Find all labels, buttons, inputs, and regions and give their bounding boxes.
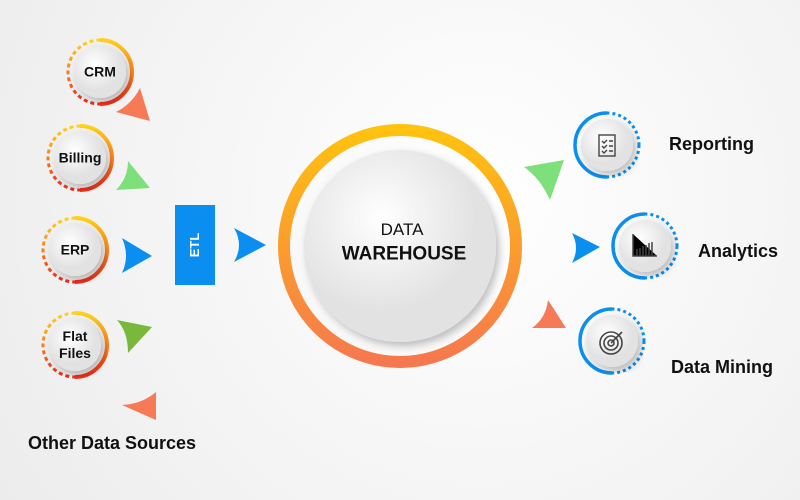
source-label-erp: ERP bbox=[60, 241, 90, 258]
warehouse-ring bbox=[278, 124, 522, 368]
target-icon bbox=[599, 331, 623, 355]
arrow-flat-files bbox=[117, 320, 152, 353]
source-label-billing: Billing bbox=[58, 149, 102, 166]
arrow-etl bbox=[234, 228, 266, 262]
other-sources-label: Other Data Sources bbox=[28, 433, 197, 453]
arrow-crm bbox=[116, 88, 150, 121]
arrow-analytics bbox=[572, 233, 600, 263]
warehouse-face bbox=[304, 150, 496, 342]
output-label-reporting: Reporting bbox=[669, 134, 754, 154]
bar-chart-icon bbox=[632, 234, 657, 257]
source-erp-circle bbox=[41, 216, 109, 284]
source-crm-circle bbox=[66, 38, 134, 106]
warehouse-line2: WAREHOUSE bbox=[341, 243, 467, 265]
arrow-data-mining bbox=[532, 300, 566, 328]
source-label-flat-files: Flat Files bbox=[59, 328, 91, 361]
arrow-billing bbox=[116, 161, 150, 190]
etl-box bbox=[175, 205, 215, 285]
checklist-icon bbox=[598, 134, 616, 157]
arrow-reporting bbox=[524, 160, 564, 200]
output-label-analytics: Analytics bbox=[698, 241, 779, 261]
source-label-crm: CRM bbox=[84, 63, 116, 80]
source-billing-circle bbox=[46, 124, 114, 192]
output-analytics-circle bbox=[611, 212, 679, 280]
source-flat-files-circle bbox=[41, 311, 109, 379]
arrow-other-sources bbox=[122, 392, 156, 420]
arrow-erp bbox=[122, 238, 152, 273]
output-data-mining-circle bbox=[578, 307, 646, 375]
warehouse-line1: DATA bbox=[380, 219, 424, 239]
etl-label: ETL bbox=[187, 232, 203, 258]
output-label-data-mining: Data Mining bbox=[671, 357, 773, 377]
output-reporting-circle bbox=[573, 111, 641, 179]
